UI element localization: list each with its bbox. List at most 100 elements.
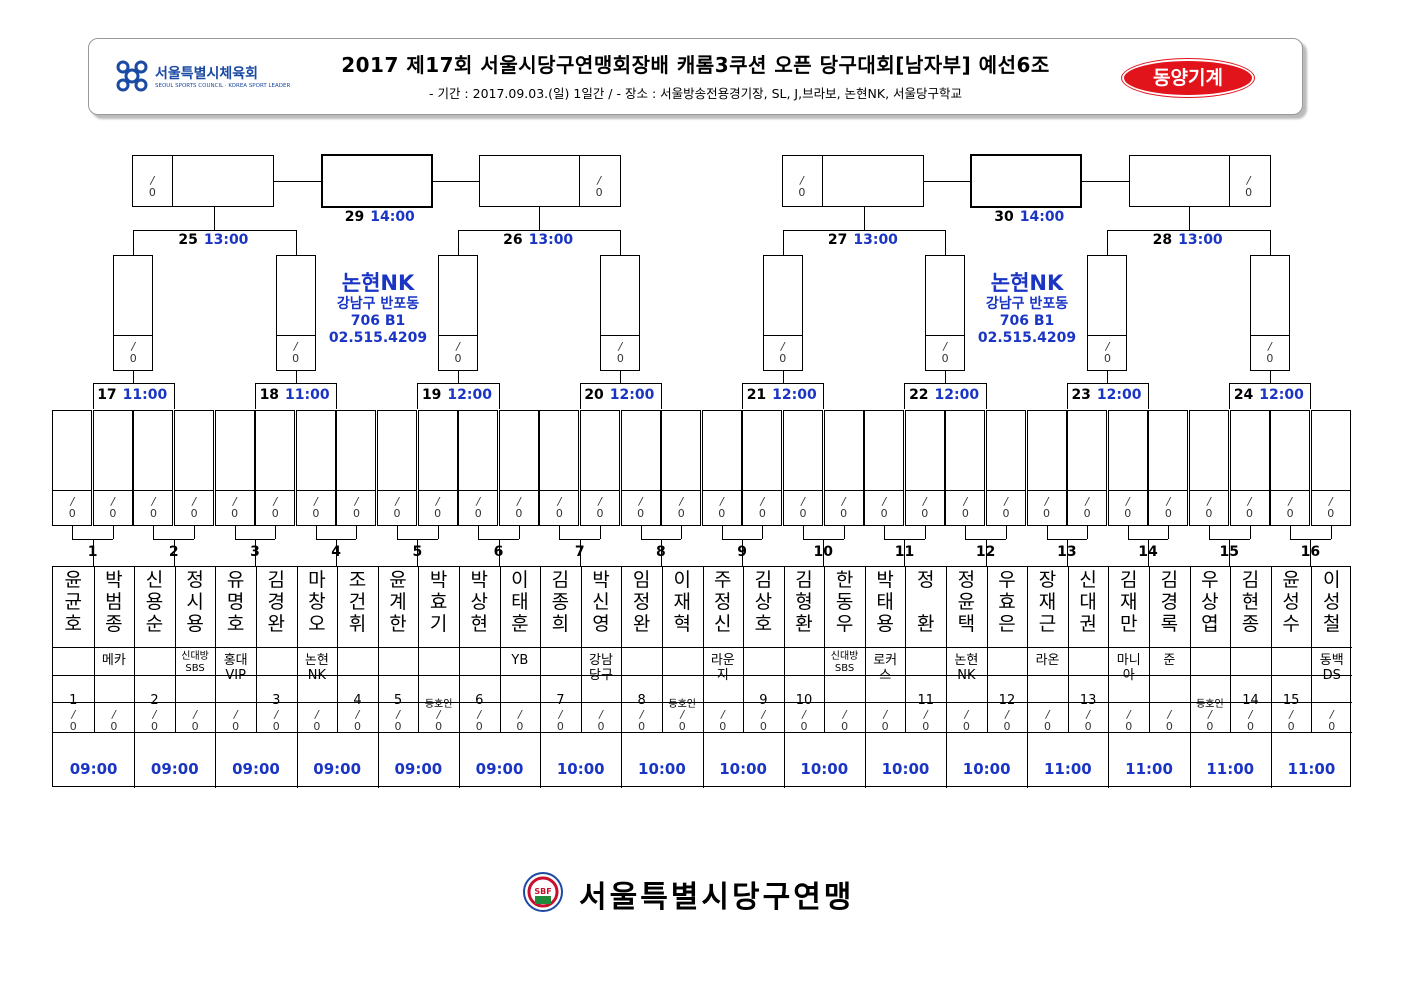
- match-number: 25: [178, 232, 198, 248]
- bracket-line: [660, 383, 662, 409]
- bracket-line: [417, 383, 419, 409]
- grid-vline: [1108, 567, 1110, 788]
- bracket-line: [498, 383, 500, 409]
- bracket-line: [52, 490, 93, 491]
- score-placeholder: /0: [272, 708, 280, 733]
- bracket-line: [1087, 335, 1128, 336]
- bracket-line: [113, 335, 154, 336]
- header-panel: 서울특별시체육회 SEOUL SPORTS COUNCIL · KOREA SP…: [88, 38, 1303, 115]
- first-round-match-number: 2: [168, 544, 179, 560]
- bracket-line: [295, 371, 297, 383]
- bracket-line: [336, 539, 338, 566]
- first-round-time: 10:00: [800, 760, 849, 778]
- bracket-line: [1269, 371, 1271, 383]
- bracket-line: [92, 490, 133, 491]
- bracket-line: [782, 230, 946, 231]
- box-divider: [172, 155, 174, 207]
- match-number: 27: [827, 232, 848, 248]
- match-number: 17: [97, 387, 117, 403]
- bracket-line: [133, 230, 135, 255]
- bracket-line: [884, 526, 886, 539]
- bracket-line: [1082, 181, 1129, 182]
- grid-vline: [905, 567, 907, 732]
- first-round-time: 09:00: [150, 760, 199, 778]
- player-score-box: [539, 410, 580, 526]
- score-placeholder: /0: [1002, 495, 1010, 520]
- page-subtitle: - 기간 : 2017.09.03.(일) 1일간 / - 장소 : 서울방송전…: [428, 86, 963, 101]
- bracket-line: [72, 526, 74, 539]
- player-score-box: [985, 410, 1026, 526]
- bracket-line: [437, 526, 439, 539]
- match-number: 28: [1152, 232, 1173, 248]
- bracket-line: [620, 490, 661, 491]
- bracket-line: [1330, 526, 1332, 539]
- bracket-line: [214, 207, 216, 230]
- first-round-match-number: 16: [1300, 544, 1321, 560]
- bracket-line: [782, 371, 784, 383]
- player-seed: 5: [393, 693, 403, 708]
- bracket-line: [864, 490, 905, 491]
- bracket-line: [1229, 539, 1231, 566]
- bracket-line: [1107, 490, 1148, 491]
- bracket-line: [1310, 490, 1351, 491]
- bracket-line: [417, 383, 499, 384]
- score-placeholder: /0: [1327, 495, 1335, 520]
- council-emblem-icon: [116, 60, 148, 92]
- bracket-line: [1290, 526, 1292, 539]
- first-round-match-number: 9: [737, 544, 747, 560]
- page-title: 2017 제17회 서울시당구연맹회장배 캐롬3쿠션 오픈 당구대회[남자부] …: [341, 53, 1050, 77]
- bracket-line: [904, 539, 906, 566]
- bracket-line: [133, 490, 174, 491]
- grid-vline: [986, 567, 988, 732]
- bracket-line: [174, 490, 215, 491]
- score-placeholder: /0: [69, 708, 77, 733]
- first-round-time: 11:00: [1125, 760, 1173, 778]
- score-placeholder: /0: [110, 708, 118, 733]
- match-time: 11:00: [122, 387, 168, 403]
- grid-vline: [1149, 567, 1151, 732]
- first-round-match-number: 10: [813, 544, 834, 560]
- bracket-line: [721, 526, 723, 539]
- bracket-line: [762, 526, 764, 539]
- bracket-line: [417, 539, 419, 566]
- score-placeholder: /0: [1286, 495, 1294, 520]
- score-placeholder: /0: [555, 495, 563, 520]
- bracket-line: [457, 230, 459, 255]
- score-placeholder: /0: [312, 495, 320, 520]
- bracket-line: [417, 490, 458, 491]
- score-placeholder: /0: [109, 495, 117, 520]
- bracket-line: [1229, 383, 1311, 384]
- first-round-match-number: 3: [250, 544, 260, 560]
- grid-vline: [458, 567, 460, 788]
- player-score-box: [580, 410, 621, 526]
- venue-address-detail: 706 B1: [350, 313, 406, 329]
- player-score-box: [823, 410, 864, 526]
- score-placeholder: /0: [719, 708, 727, 733]
- bracket-line: [600, 526, 602, 539]
- bracket-line: [904, 383, 986, 384]
- bracket-line: [275, 526, 277, 539]
- first-round-match-number: 6: [493, 544, 504, 560]
- bracket-line: [275, 335, 316, 336]
- bracket-line: [1107, 230, 1109, 255]
- score-placeholder: /0: [352, 495, 360, 520]
- bracket-line: [742, 539, 744, 566]
- grid-vline: [1230, 567, 1232, 732]
- bracket-line: [92, 539, 94, 566]
- score-placeholder: /0: [292, 340, 300, 365]
- player-seed: 7: [556, 693, 565, 708]
- first-round-time: 10:00: [881, 760, 930, 778]
